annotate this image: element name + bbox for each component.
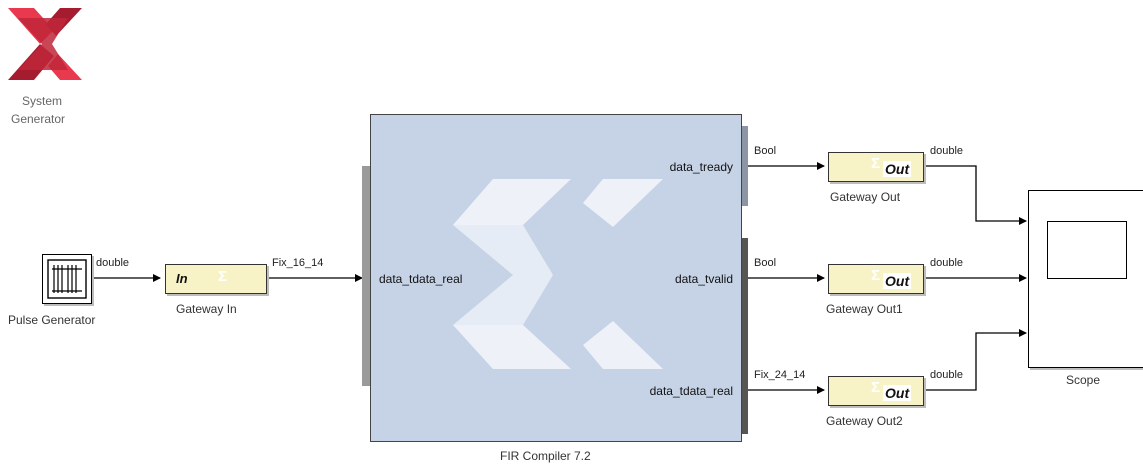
fir-compiler-label: FIR Compiler 7.2 bbox=[500, 449, 591, 463]
fir-input-port-label: data_tdata_real bbox=[379, 272, 463, 286]
fir-output-port-tvalid: data_tvalid bbox=[674, 272, 733, 286]
signal-tready: Bool bbox=[754, 145, 777, 157]
scope-label: Scope bbox=[1066, 373, 1101, 387]
xilinx-logo-icon bbox=[8, 8, 82, 80]
logo-line2: Generator bbox=[11, 112, 66, 126]
gateway-out1-tag: Out bbox=[883, 273, 912, 289]
signal-gwin-to-fir: Fix_16_14 bbox=[272, 257, 324, 269]
signal-out-to-scope: double bbox=[930, 145, 964, 157]
gateway-out1-label: Gateway Out1 bbox=[826, 302, 903, 316]
gateway-out2-tag: Out bbox=[883, 385, 912, 401]
gateway-out2-block[interactable]: Σ Out bbox=[828, 376, 924, 406]
sigma-icon: Σ bbox=[871, 267, 881, 284]
gateway-out2-label: Gateway Out2 bbox=[826, 414, 903, 428]
gateway-in-label: Gateway In bbox=[176, 302, 237, 316]
gateway-in-tag: In bbox=[176, 271, 188, 286]
signal-tdata: Fix_24_14 bbox=[754, 369, 806, 381]
signal-out2-to-scope: double bbox=[930, 369, 964, 381]
fir-output-bar-top bbox=[740, 126, 748, 206]
gateway-out1-block[interactable]: Σ Out bbox=[828, 264, 924, 294]
fir-input-bar bbox=[362, 166, 370, 386]
signal-pulse-to-gwin: double bbox=[96, 257, 130, 269]
pulse-generator-label: Pulse Generator bbox=[8, 313, 96, 327]
wire-out-to-scope bbox=[924, 165, 1027, 225]
wire-out2-to-scope bbox=[924, 329, 1027, 391]
gateway-out-block[interactable]: Σ Out bbox=[828, 152, 924, 182]
scope-block[interactable] bbox=[1028, 190, 1143, 368]
gateway-out-tag: Out bbox=[883, 161, 912, 177]
pulse-generator-block[interactable] bbox=[42, 254, 92, 304]
fir-output-bar-bottom bbox=[740, 238, 748, 434]
pulse-generator-icon bbox=[47, 259, 87, 299]
fir-output-port-tready: data_tready bbox=[669, 160, 733, 174]
scope-screen-icon bbox=[1047, 221, 1127, 279]
gateway-out-label: Gateway Out bbox=[830, 190, 901, 204]
logo-line1: System bbox=[22, 94, 63, 108]
fir-compiler-block[interactable]: data_tdata_real data_tready data_tvalid … bbox=[370, 114, 742, 442]
xilinx-watermark-icon bbox=[453, 179, 663, 369]
sigma-icon: Σ bbox=[871, 155, 881, 172]
signal-tvalid: Bool bbox=[754, 257, 777, 269]
sigma-icon: Σ bbox=[871, 379, 881, 396]
signal-out1-to-scope: double bbox=[930, 257, 964, 269]
gateway-in-block[interactable]: In Σ bbox=[165, 264, 267, 294]
fir-output-port-tdata: data_tdata_real bbox=[649, 384, 733, 398]
sigma-icon: Σ bbox=[218, 268, 228, 285]
